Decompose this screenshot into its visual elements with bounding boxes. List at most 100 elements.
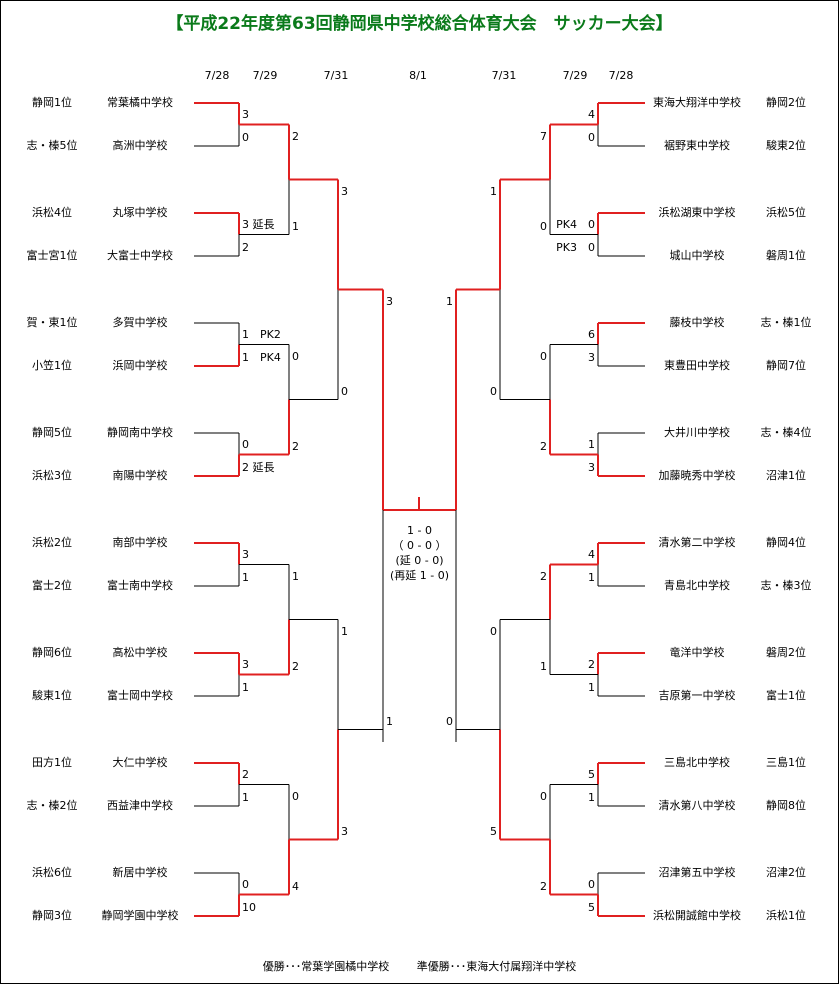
left-score: 3	[341, 184, 348, 198]
right-team-seed: 磐周1位	[766, 249, 806, 262]
right-score: 7	[540, 129, 547, 143]
left-team-seed: 富士2位	[32, 579, 72, 592]
left-team-seed: 静岡3位	[32, 909, 72, 922]
left-score: 1	[292, 569, 299, 583]
left-team-school: 常葉橘中学校	[107, 96, 173, 109]
left-score: 3	[242, 108, 249, 121]
left-score: 3	[386, 294, 393, 308]
left-team-seed: 志・榛5位	[26, 139, 78, 152]
right-score: 1	[540, 659, 547, 673]
left-team-school: 南部中学校	[112, 536, 168, 549]
footer: 優勝･･･常葉学園橘中学校 準優勝･･･東海大付属翔洋中学校	[0, 958, 839, 974]
left-team-seed: 富士宮1位	[26, 249, 78, 262]
round-date: 7/31	[323, 69, 349, 82]
right-score: 1	[588, 438, 595, 451]
right-score: 0	[490, 384, 497, 398]
right-score: 4	[588, 108, 595, 121]
right-team-school: 吉原第一中学校	[658, 689, 736, 702]
right-score: 3	[588, 461, 595, 474]
left-score: 2 延長	[242, 461, 275, 474]
left-score: 0	[242, 878, 249, 891]
right-team-school: 浜松開誠館中学校	[653, 909, 741, 922]
right-score: 0	[540, 349, 547, 363]
left-score: 2	[242, 241, 249, 254]
left-score: 1	[386, 714, 393, 728]
right-team-school: 清水第八中学校	[658, 799, 736, 812]
round-date: 7/31	[491, 69, 517, 82]
left-score: 1	[341, 624, 348, 638]
left-team-school: 大富士中学校	[107, 249, 173, 262]
round-date: 8/1	[409, 69, 427, 82]
right-team-school: 東海大翔洋中学校	[653, 96, 741, 109]
left-team-seed: 志・榛2位	[26, 799, 78, 812]
right-score: 0	[588, 131, 595, 144]
right-score: 5	[490, 824, 497, 838]
left-score: 0	[242, 131, 249, 144]
right-score: 1	[446, 294, 453, 308]
left-team-seed: 賀・東1位	[26, 316, 78, 329]
left-team-school: 浜岡中学校	[112, 359, 168, 372]
final-score: 1 - 0	[407, 524, 432, 537]
left-team-seed: 小笠1位	[32, 359, 72, 372]
left-team-seed: 静岡1位	[32, 96, 72, 109]
left-score: 3	[341, 824, 348, 838]
left-score: 2	[242, 768, 249, 781]
left-team-school: 新居中学校	[112, 866, 168, 879]
right-score: 2	[540, 439, 547, 453]
right-team-seed: 志・榛1位	[760, 316, 812, 329]
left-team-school: 丸塚中学校	[112, 206, 168, 219]
left-team-school: 大仁中学校	[112, 756, 168, 769]
left-team-school: 高洲中学校	[112, 139, 168, 152]
right-team-seed: 磐周2位	[766, 646, 806, 659]
left-team-school: 西益津中学校	[107, 799, 173, 812]
left-score: 10	[242, 901, 256, 914]
right-team-school: 加藤暁秀中学校	[658, 469, 736, 482]
right-team-seed: 静岡4位	[766, 536, 806, 549]
left-score: 0	[292, 349, 299, 363]
final-half-score: （ 0 - 0 ）	[392, 539, 447, 552]
left-score: 1	[292, 219, 299, 233]
right-score: 3	[588, 351, 595, 364]
right-team-seed: 志・榛3位	[760, 579, 812, 592]
runner-up-text: 準優勝･･･東海大付属翔洋中学校	[416, 960, 577, 973]
left-score: 1	[242, 681, 249, 694]
left-team-school: 静岡南中学校	[107, 426, 173, 439]
final-extra-score: (延 0 - 0)	[395, 554, 444, 567]
right-team-school: 三島北中学校	[664, 756, 730, 769]
left-team-school: 多賀中学校	[112, 316, 168, 329]
right-score: 1	[588, 791, 595, 804]
right-team-seed: 浜松5位	[766, 206, 806, 219]
right-team-seed: 沼津2位	[766, 866, 806, 879]
right-team-school: 大井川中学校	[664, 426, 730, 439]
left-score: 1	[242, 791, 249, 804]
left-score: 0	[292, 789, 299, 803]
left-team-seed: 駿東1位	[32, 689, 72, 702]
left-team-seed: 浜松4位	[32, 206, 72, 219]
right-score: 2	[540, 879, 547, 893]
left-team-school: 富士岡中学校	[107, 689, 173, 702]
left-score: 3 延長	[242, 218, 275, 231]
right-score: 5	[588, 901, 595, 914]
left-score: 3	[242, 548, 249, 561]
left-score: 1	[242, 571, 249, 584]
right-score: 1	[588, 681, 595, 694]
left-score: 2	[292, 129, 299, 143]
right-score: 4	[588, 548, 595, 561]
right-team-school: 沼津第五中学校	[658, 866, 736, 879]
right-team-school: 竜洋中学校	[669, 646, 725, 659]
round-date: 7/29	[562, 69, 588, 82]
left-score: 0	[242, 438, 249, 451]
right-team-seed: 志・榛4位	[760, 426, 812, 439]
page-title: 【平成22年度第63回静岡県中学校総合体育大会 サッカー大会】	[166, 14, 673, 34]
left-team-seed: 浜松6位	[32, 866, 72, 879]
right-score: 0	[490, 624, 497, 638]
left-team-seed: 浜松2位	[32, 536, 72, 549]
right-team-school: 清水第二中学校	[658, 536, 736, 549]
right-team-school: 藤枝中学校	[669, 316, 725, 329]
right-team-seed: 沼津1位	[766, 469, 806, 482]
right-team-seed: 静岡8位	[766, 799, 806, 812]
left-team-school: 富士南中学校	[107, 579, 173, 592]
right-score: 0	[540, 789, 547, 803]
right-team-seed: 富士1位	[766, 689, 806, 702]
